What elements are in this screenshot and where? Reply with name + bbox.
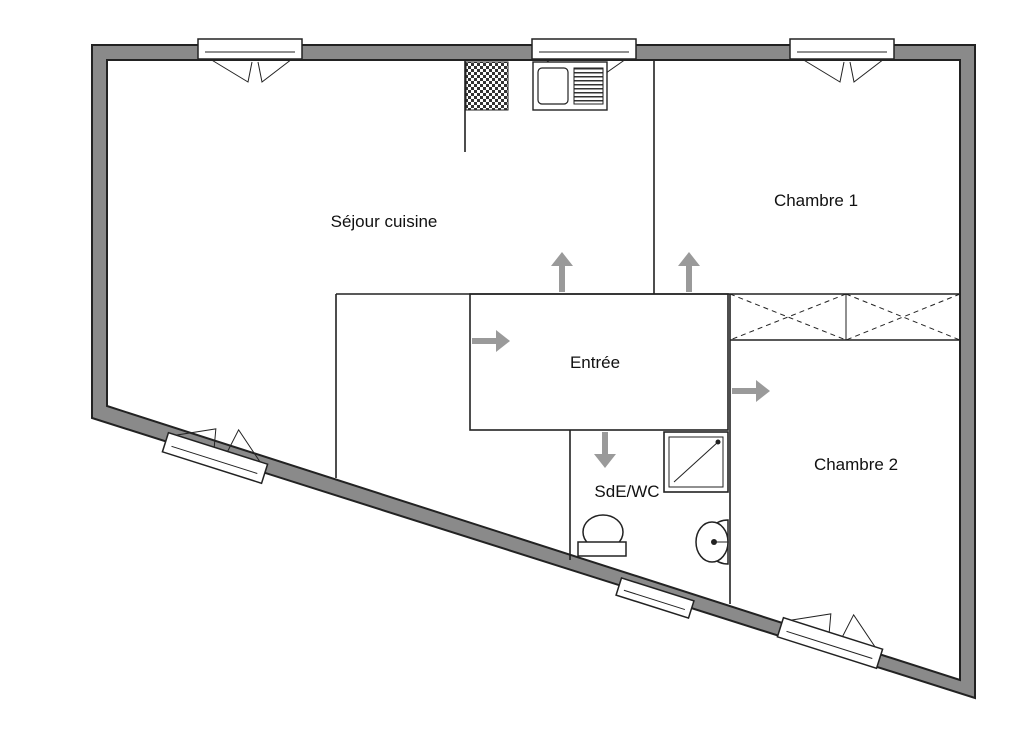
arrow-up-sejour xyxy=(551,252,573,292)
room-label-chambre1: Chambre 1 xyxy=(774,191,858,210)
room-label-chambre2: Chambre 2 xyxy=(814,455,898,474)
washbasin-icon xyxy=(695,519,729,565)
room-label-sde: SdE/WC xyxy=(594,482,659,501)
window-bottom-left xyxy=(161,428,269,485)
exterior-wall xyxy=(91,44,976,700)
arrow-right-chambre2 xyxy=(732,380,770,402)
arrow-down-sde xyxy=(594,432,616,468)
room-label-sejour: Séjour cuisine xyxy=(331,212,438,231)
window-top-right xyxy=(789,38,895,83)
window-bottom-right xyxy=(776,613,884,670)
toilet-icon xyxy=(577,514,627,557)
room-label-entree: Entrée xyxy=(570,353,620,372)
entree-block xyxy=(469,293,729,431)
sink-icon xyxy=(532,61,608,111)
arrow-right-entree xyxy=(472,330,510,352)
closet-left xyxy=(729,293,847,341)
shower-icon xyxy=(663,431,729,493)
window-bottom-middle xyxy=(615,576,695,620)
cooktop-icon xyxy=(465,61,509,111)
arrow-up-chambre1 xyxy=(678,252,700,292)
closet-right xyxy=(845,293,961,341)
window-top-left xyxy=(197,38,303,83)
